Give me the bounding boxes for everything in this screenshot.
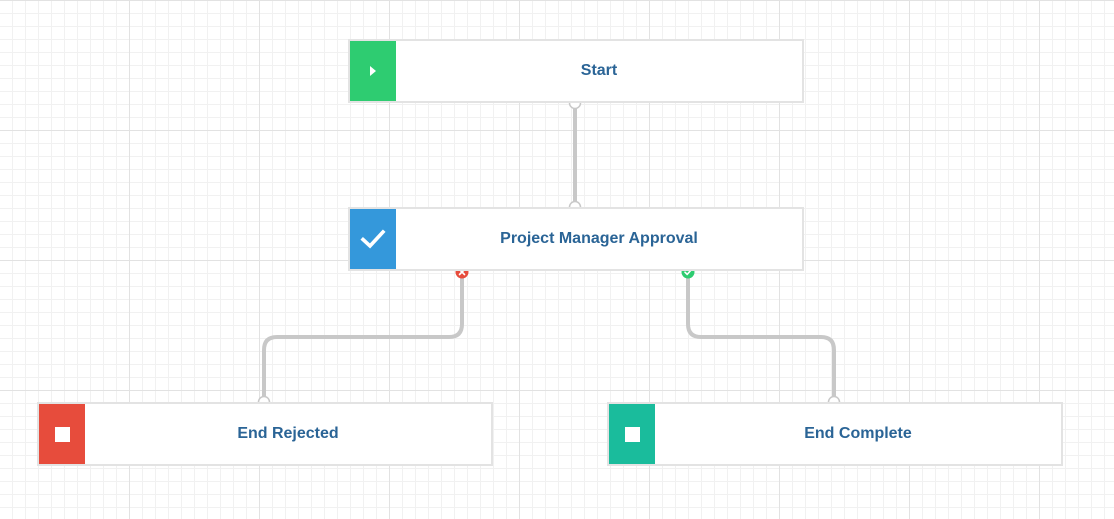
node-approval-icon-block	[350, 209, 396, 269]
play-icon	[370, 66, 376, 76]
node-complete-label: End Complete	[804, 425, 912, 442]
checkmark-icon	[360, 229, 386, 249]
node-end-rejected[interactable]: End Rejected	[37, 402, 493, 466]
node-rejected-icon-block	[39, 404, 85, 464]
stop-icon	[54, 426, 70, 442]
stop-icon	[624, 426, 640, 442]
node-project-manager-approval[interactable]: Project Manager Approval	[348, 207, 804, 271]
connector-approval-rejected	[262, 270, 464, 404]
node-rejected-label: End Rejected	[237, 425, 339, 442]
node-end-complete[interactable]: End Complete	[607, 402, 1063, 466]
node-start-label: Start	[580, 62, 618, 79]
connector-approval-complete	[686, 270, 836, 404]
node-complete-icon-block	[609, 404, 655, 464]
node-start[interactable]: Start	[348, 39, 804, 103]
node-start-icon-block	[350, 41, 396, 101]
node-approval-label: Project Manager Approval	[500, 230, 698, 247]
